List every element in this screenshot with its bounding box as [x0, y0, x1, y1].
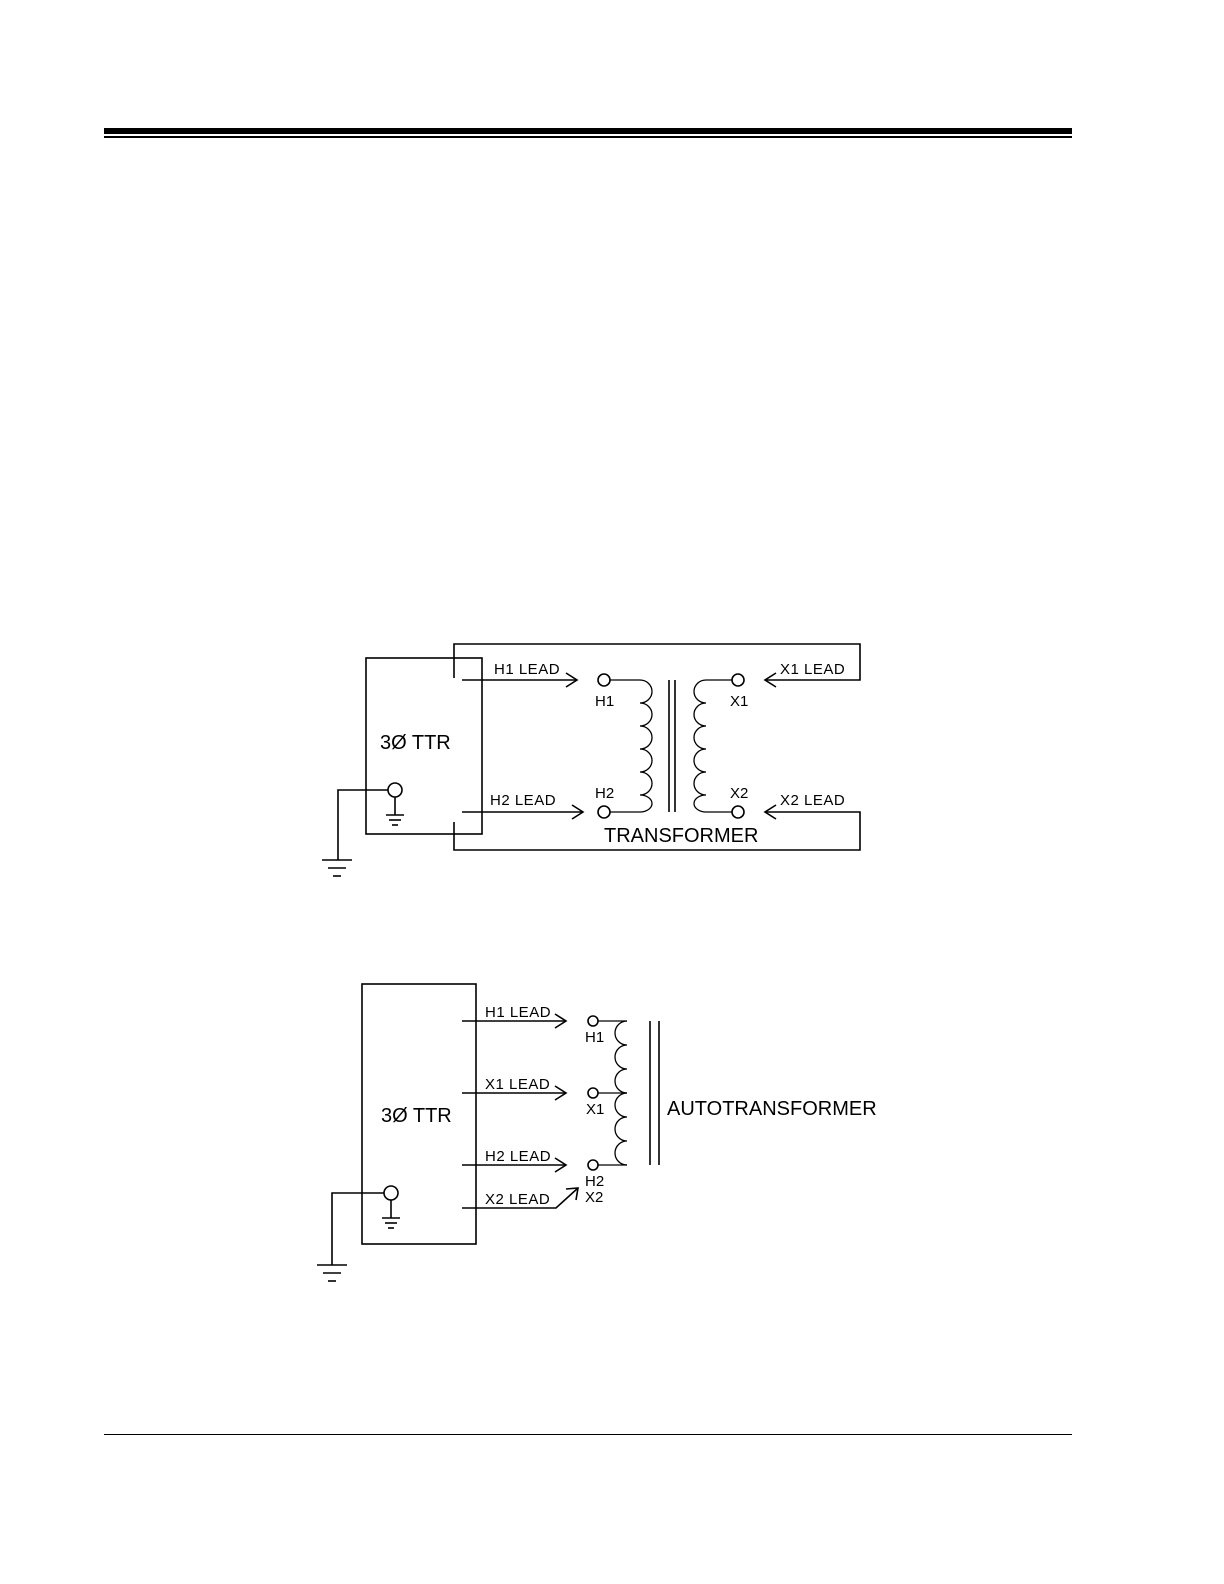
terminal-x1-label-2: X1 — [586, 1101, 604, 1118]
terminal-x2-label: X2 — [730, 785, 748, 802]
ground-terminal-icon — [386, 783, 404, 825]
autotransformer-label: AUTOTRANSFORMER — [667, 1098, 877, 1120]
terminal-h1-icon-2 — [588, 1016, 598, 1026]
terminal-h1-icon — [598, 674, 610, 686]
terminal-x1-icon-2 — [588, 1088, 598, 1098]
primary-winding-icon — [610, 680, 652, 812]
diagram-autotransformer: 3Ø TTR H1 LE — [317, 984, 877, 1281]
terminal-x2-icon — [732, 806, 744, 818]
terminal-h2-label-2: H2 — [585, 1173, 604, 1190]
h2-lead-label: H2 LEAD — [490, 792, 556, 809]
terminal-h2-label: H2 — [595, 785, 614, 802]
h1-lead-label: H1 LEAD — [494, 661, 560, 678]
terminal-x1-label: X1 — [730, 693, 748, 710]
x1-lead-label-2: X1 LEAD — [485, 1076, 550, 1093]
x2-lead-label: X2 LEAD — [780, 792, 845, 809]
ground-terminal-icon-2 — [382, 1186, 400, 1228]
terminal-h2-icon — [598, 806, 610, 818]
secondary-winding-icon — [694, 680, 732, 812]
terminal-h2-icon-2 — [588, 1160, 598, 1170]
earth-ground-icon — [322, 790, 388, 876]
ttr-label-2: 3Ø TTR — [381, 1105, 452, 1127]
diagram-transformer: 3Ø TTR — [322, 644, 860, 876]
h2-lead-label-2: H2 LEAD — [485, 1148, 551, 1165]
x2-lead-label-2: X2 LEAD — [485, 1191, 550, 1208]
h1-lead-label-2: H1 LEAD — [485, 1004, 551, 1021]
ttr-label: 3Ø TTR — [380, 732, 451, 754]
terminal-h1-label: H1 — [595, 693, 614, 710]
x1-lead-label: X1 LEAD — [780, 661, 845, 678]
terminal-h1-label-2: H1 — [585, 1029, 604, 1046]
terminal-x2-label-2: X2 — [585, 1189, 603, 1206]
transformer-label: TRANSFORMER — [604, 825, 758, 847]
earth-ground-icon-2 — [317, 1193, 384, 1281]
terminal-x1-icon — [732, 674, 744, 686]
